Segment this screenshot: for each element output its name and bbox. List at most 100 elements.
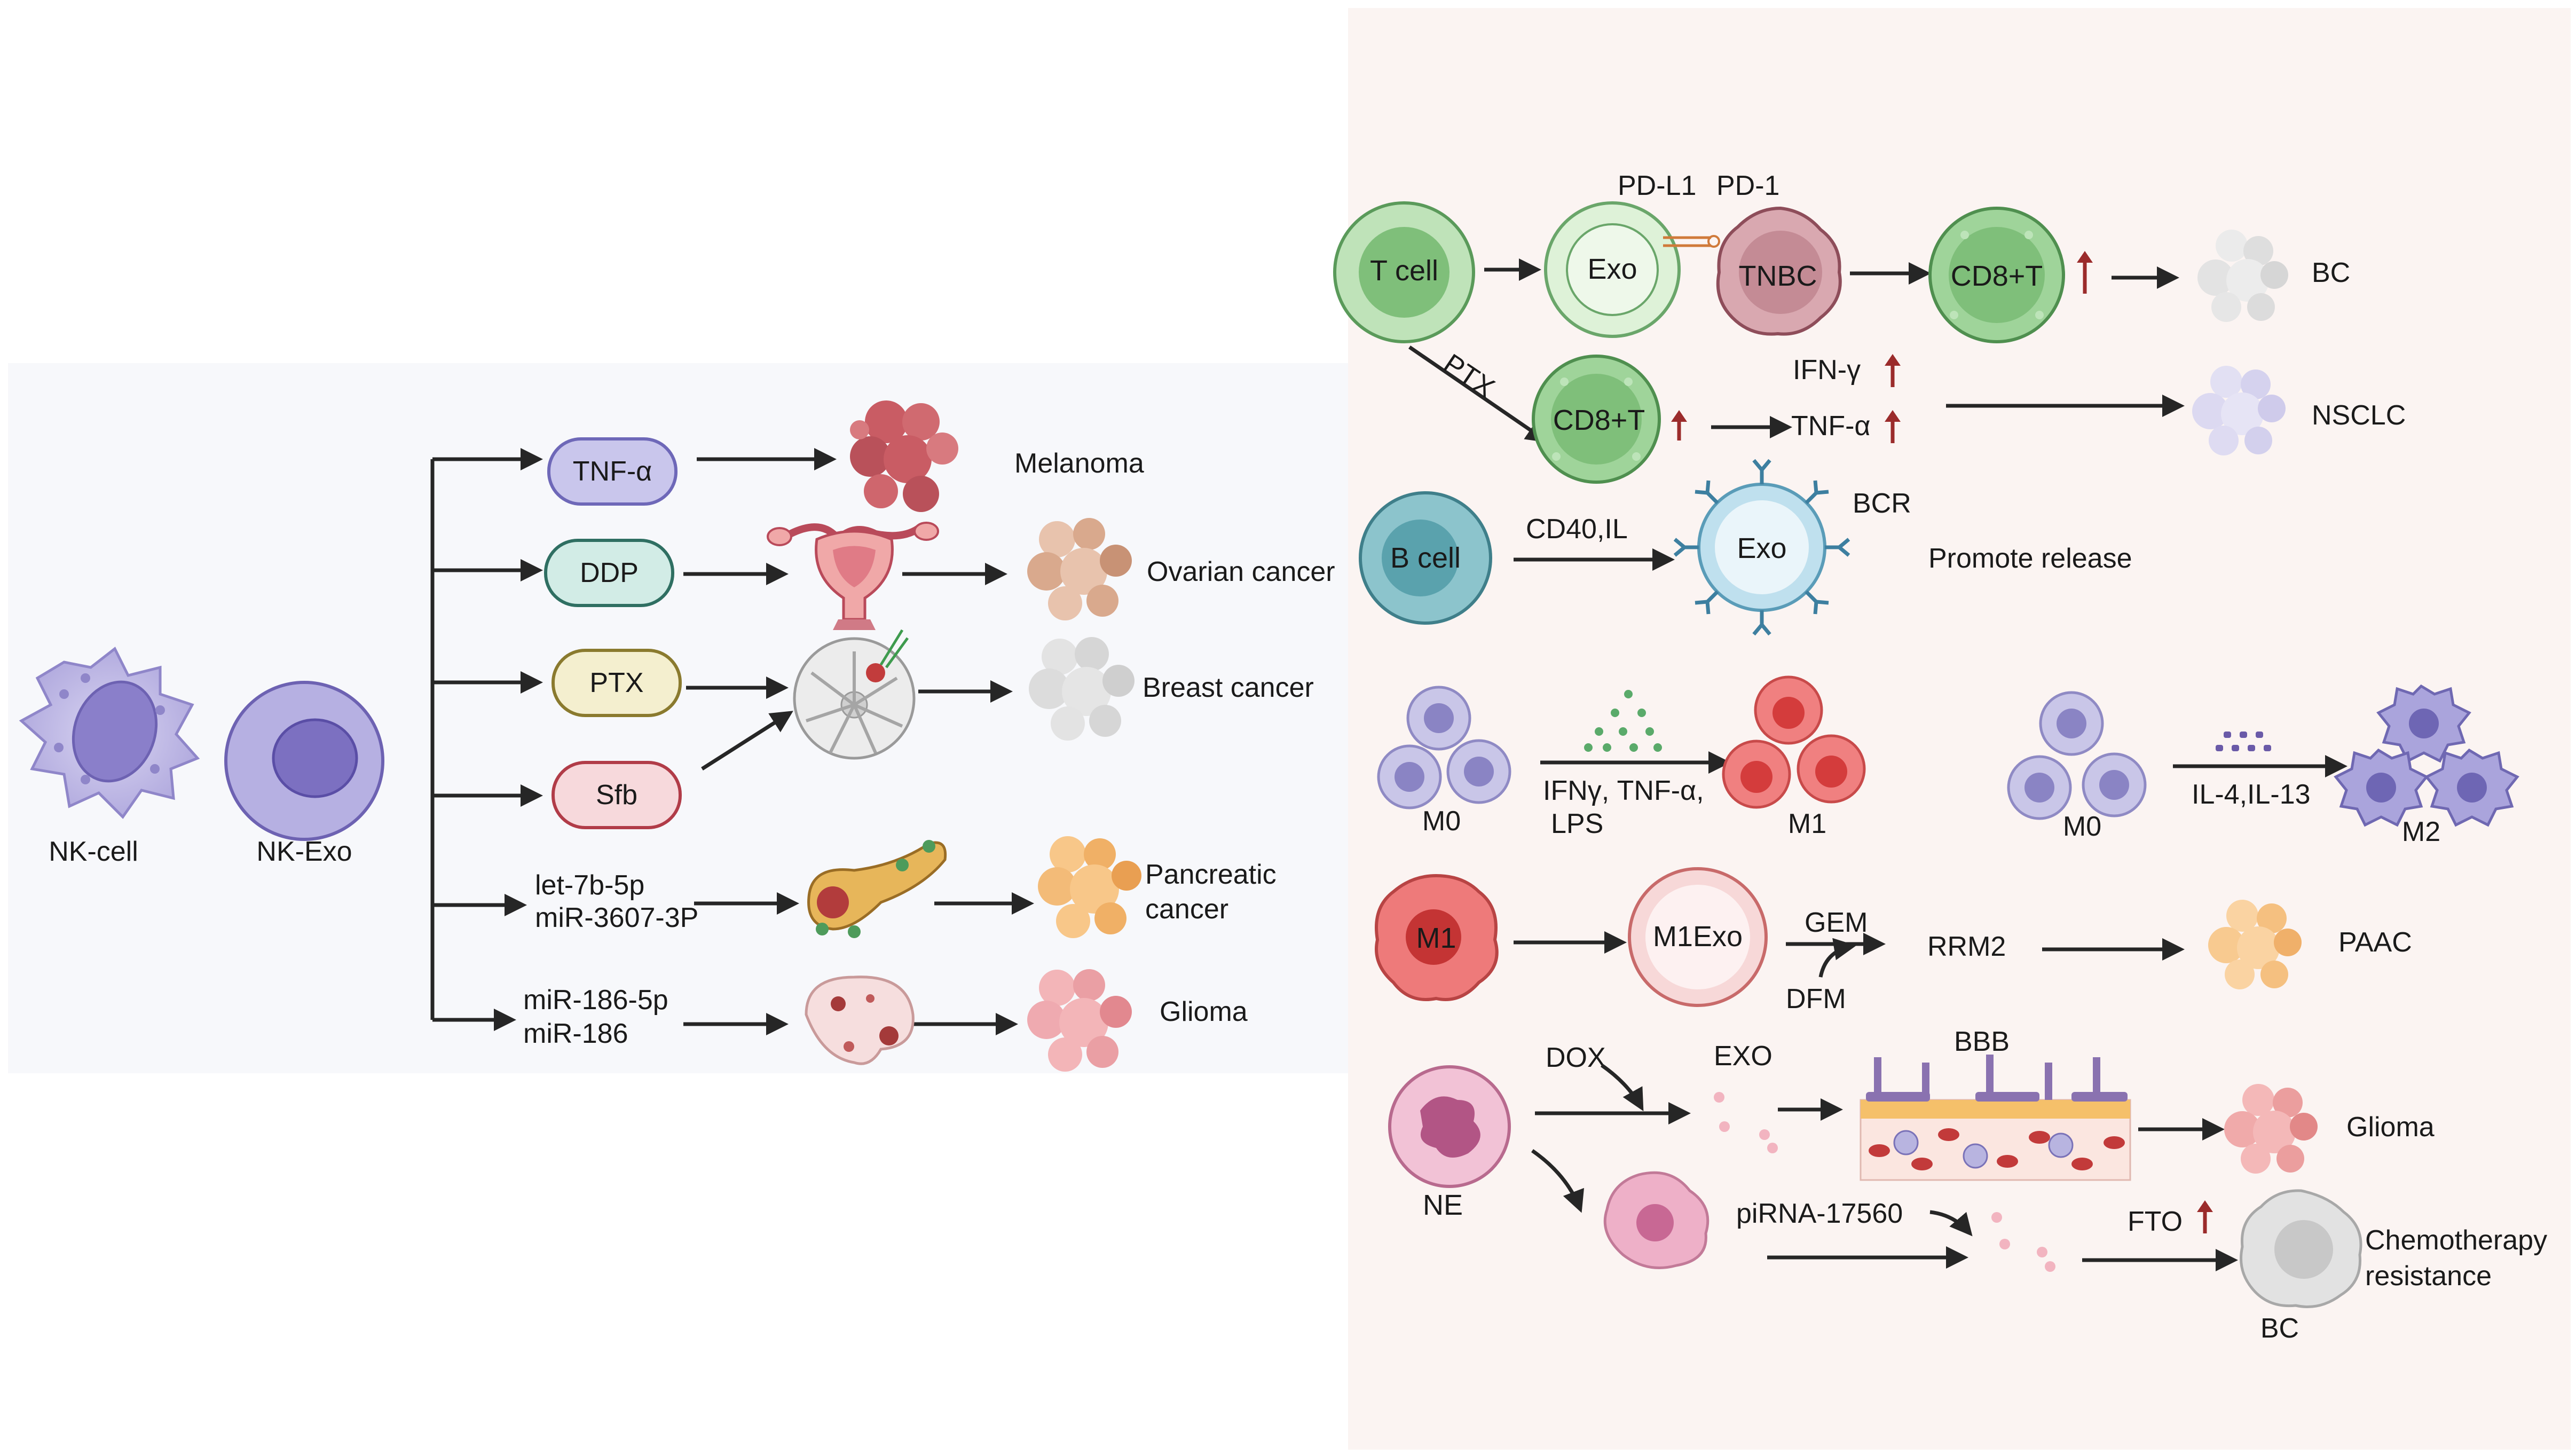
tnf-alpha-right-label: TNF-α — [1791, 411, 1870, 442]
m1-cell-icon — [1375, 874, 1499, 1001]
ptx-pill: PTX — [552, 649, 682, 717]
cd8t-label-1: CD8+T — [1951, 260, 2043, 292]
t-cell-icon — [1333, 201, 1475, 343]
nk-cell-icon — [19, 647, 200, 819]
tnf-pill: TNF-α — [547, 437, 678, 506]
m0-cluster-icon-2 — [2007, 691, 2147, 820]
ne-to-pirna-curved-arrow — [1531, 1149, 1585, 1213]
let7b-label: let-7b-5p — [535, 870, 644, 901]
breast-icon — [793, 629, 916, 760]
ovarian-cancer-icon — [1027, 518, 1132, 620]
nk-exo-label: NK-Exo — [256, 836, 352, 867]
svg-text:TNF-α: TNF-α — [573, 456, 652, 487]
svg-text:PTX: PTX — [589, 667, 643, 698]
pirna-curved-arrow — [1929, 1210, 1973, 1237]
ifn-gamma-label: IFN-γ — [1793, 355, 1861, 386]
melanoma-label: Melanoma — [1014, 448, 1144, 479]
dox-label: DOX — [1546, 1042, 1606, 1073]
b-exo-label: Exo — [1737, 532, 1786, 564]
glioma-right-label: Glioma — [2346, 1112, 2435, 1143]
b-cell-label: B cell — [1390, 542, 1461, 574]
bbb-label: BBB — [1954, 1026, 2010, 1057]
up-arrow-cd8-1 — [2077, 251, 2093, 294]
glioma-right-icon — [2224, 1084, 2318, 1174]
sfb-pill: Sfb — [552, 761, 682, 829]
t-cell-label: T cell — [1370, 255, 1438, 287]
up-arrow-ifn — [1885, 354, 1901, 387]
pancreas-icon — [807, 840, 947, 938]
svg-text:Sfb: Sfb — [596, 780, 637, 811]
m1-cell-label: M1 — [1416, 922, 1456, 954]
pancreatic-label-1: Pancreatic — [1145, 859, 1277, 890]
dfm-label: DFM — [1786, 984, 1846, 1014]
ne-label: NE — [1423, 1189, 1463, 1221]
exo-particles-1 — [1714, 1092, 1778, 1153]
breast-cancer-label: Breast cancer — [1143, 672, 1314, 703]
bcr-label: BCR — [1853, 488, 1911, 519]
pirna-label: piRNA-17560 — [1736, 1198, 1903, 1229]
m1-label-1: M1 — [1788, 808, 1826, 839]
glioma-left-label: Glioma — [1160, 996, 1248, 1027]
cytokine-dots-purple — [2216, 732, 2271, 751]
gem-label: GEM — [1805, 907, 1868, 938]
bc-top-label: BC — [2312, 257, 2350, 288]
branch-tree — [430, 448, 543, 1031]
m2-label: M2 — [2402, 816, 2440, 847]
pdl1-label: PD-L1 — [1618, 170, 1696, 201]
b-cell-icon — [1359, 491, 1492, 625]
pancreatic-cancer-icon — [1038, 836, 1141, 938]
m1exo-label: M1Exo — [1653, 921, 1743, 953]
pancreatic-label-2: cancer — [1145, 894, 1228, 925]
ifn-tnf-label: IFNγ, TNF-α, — [1543, 775, 1704, 806]
exo-caps-label: EXO — [1714, 1041, 1773, 1072]
left-flow-arrows — [683, 448, 1034, 1035]
mir3607-label: miR-3607-3P — [535, 902, 698, 933]
t-exo-icon — [1544, 201, 1681, 338]
m1-cluster-icon — [1722, 675, 1866, 809]
glioma-icon — [1027, 969, 1132, 1072]
ddp-pill: DDP — [544, 539, 674, 607]
breast-cancer-icon — [1029, 637, 1135, 741]
brain-icon — [805, 976, 915, 1065]
m0-label-1: M0 — [1422, 806, 1461, 837]
ptx-diagonal-arrow — [1408, 345, 1549, 443]
t-exo-label: Exo — [1587, 253, 1637, 285]
bbb-icon — [1860, 1055, 2131, 1181]
ovarian-label: Ovarian cancer — [1147, 556, 1335, 587]
uterus-icon — [767, 522, 939, 630]
mir186-5p-label: miR-186-5p — [523, 985, 668, 1016]
paac-label: PAAC — [2338, 927, 2412, 958]
cd8t-icon-1 — [1928, 207, 2065, 343]
pd-binding-icon — [1663, 235, 1720, 248]
chemotherapy-label: Chemotherapy — [2365, 1225, 2547, 1256]
fto-label: FTO — [2128, 1206, 2183, 1237]
left-panel — [8, 363, 1348, 1073]
lps-label: LPS — [1551, 808, 1603, 839]
cytokine-dots-green — [1584, 690, 1662, 752]
ne-cell-icon — [1388, 1065, 1511, 1188]
svg-text:DDP: DDP — [580, 557, 639, 588]
mir186-label: miR-186 — [523, 1018, 628, 1049]
up-arrow-fto — [2197, 1200, 2213, 1233]
resistance-label: resistance — [2365, 1261, 2492, 1292]
exo-particles-2 — [1991, 1212, 2055, 1272]
b-exo-icon — [1673, 459, 1850, 636]
cd8t-label-2: CD8+T — [1553, 404, 1645, 436]
melanoma-icon — [850, 400, 958, 512]
bc-bottom-label: BC — [2260, 1313, 2299, 1344]
cd40-label: CD40,IL — [1526, 514, 1628, 545]
bc-top-icon — [2197, 230, 2288, 322]
tnbc-label: TNBC — [1739, 260, 1817, 292]
up-arrow-cd8-2 — [1671, 410, 1687, 441]
dfm-curved-arrow — [1818, 938, 1856, 978]
tnbc-icon — [1716, 206, 1842, 336]
cd8t-icon-2 — [1532, 355, 1661, 484]
nk-cell-label: NK-cell — [49, 836, 138, 867]
nsclc-label: NSCLC — [2312, 400, 2406, 431]
m0-label-2: M0 — [2063, 811, 2101, 842]
il4-il13-label: IL-4,IL-13 — [2192, 779, 2311, 810]
rrm2-label: RRM2 — [1927, 931, 2006, 962]
nsclc-icon — [2192, 366, 2286, 455]
m1exo-icon — [1628, 867, 1768, 1007]
